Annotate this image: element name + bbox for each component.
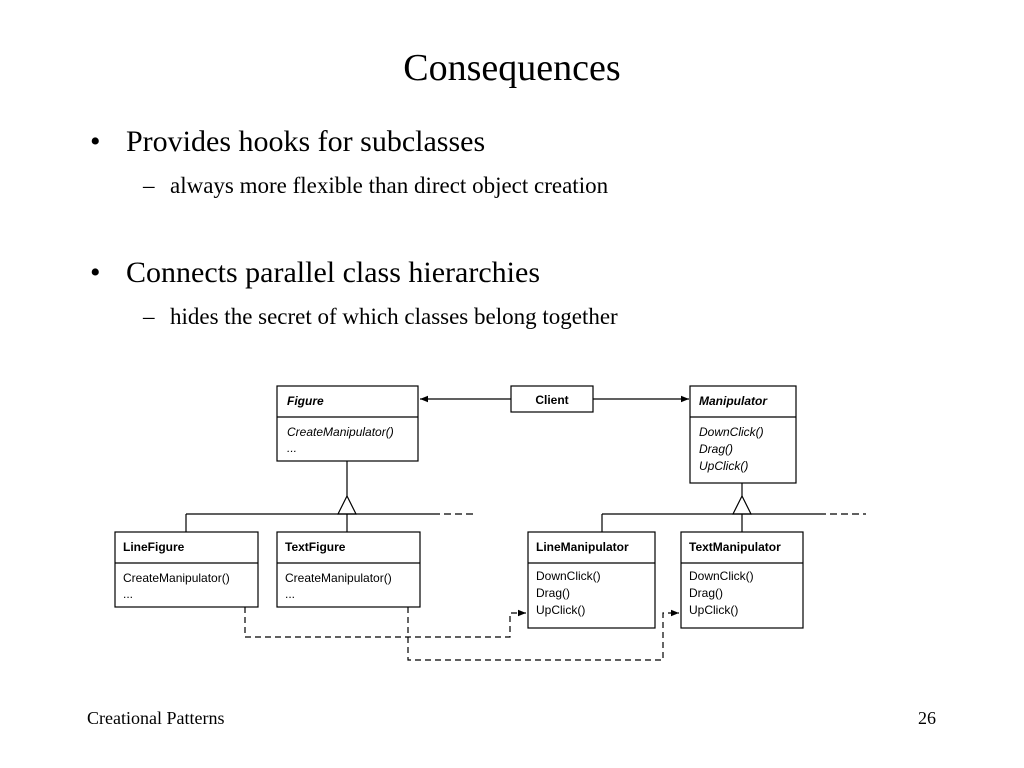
sub-bullet-1-text: always more flexible than direct object …: [170, 173, 609, 198]
sub-bullet-2: –hides the secret of which classes belon…: [143, 303, 618, 331]
manipulator-class-name: Manipulator: [699, 394, 768, 408]
figure-op-1: CreateManipulator(): [287, 425, 394, 439]
bullet-1-text: Provides hooks for subclasses: [126, 125, 486, 158]
text-figure-class-name: TextFigure: [285, 540, 346, 554]
bullet-1-glyph: •: [90, 125, 101, 158]
text-figure-op-2: ...: [285, 587, 295, 601]
manipulator-inheritance: [601, 483, 866, 532]
line-figure-op-1: CreateManipulator(): [123, 571, 230, 585]
line-manipulator-op-1: DownClick(): [536, 569, 601, 583]
bullet-2-text: Connects parallel class hierarchies: [126, 256, 540, 289]
sub-bullet-1: –always more flexible than direct object…: [143, 172, 608, 200]
text-figure-creates-text-manipulator: [407, 607, 679, 661]
bullet-2-glyph: •: [90, 256, 101, 289]
line-manipulator-class-box: [527, 531, 656, 629]
manipulator-op-3: UpClick(): [699, 459, 748, 473]
page-number: 26: [918, 708, 936, 728]
line-manipulator-class-name: LineManipulator: [536, 540, 629, 554]
sub-bullet-1-glyph: –: [143, 173, 155, 198]
text-manipulator-op-3: UpClick(): [689, 603, 738, 617]
footer-title: Creational Patterns: [87, 708, 225, 728]
figure-class-name: Figure: [287, 394, 324, 408]
line-manipulator-op-2: Drag(): [536, 586, 570, 600]
sub-bullet-2-text: hides the secret of which classes belong…: [170, 304, 618, 329]
line-figure-op-2: ...: [123, 587, 133, 601]
manipulator-class-box: [689, 385, 797, 484]
line-manipulator-op-3: UpClick(): [536, 603, 585, 617]
figure-op-2: ...: [287, 441, 297, 455]
client-class-name: Client: [535, 393, 568, 407]
sub-bullet-2-glyph: –: [143, 304, 155, 329]
text-manipulator-class-box: [680, 531, 804, 629]
bullet-2: • Connects parallel class hierarchies: [90, 255, 540, 291]
manipulator-op-1: DownClick(): [699, 425, 764, 439]
line-figure-class-name: LineFigure: [123, 540, 185, 554]
text-manipulator-class-name: TextManipulator: [689, 540, 781, 554]
line-figure-creates-line-manipulator: [244, 607, 526, 638]
line-figure-class-box: [114, 531, 259, 608]
slide-title: Consequences: [403, 47, 621, 89]
figure-class-box: [276, 385, 419, 462]
manipulator-op-2: Drag(): [699, 442, 733, 456]
text-manipulator-op-2: Drag(): [689, 586, 723, 600]
text-figure-class-box: [276, 531, 421, 608]
bullet-1: • Provides hooks for subclasses: [90, 124, 485, 160]
text-figure-op-1: CreateManipulator(): [285, 571, 392, 585]
text-manipulator-op-1: DownClick(): [689, 569, 754, 583]
figure-inheritance: [185, 461, 475, 532]
